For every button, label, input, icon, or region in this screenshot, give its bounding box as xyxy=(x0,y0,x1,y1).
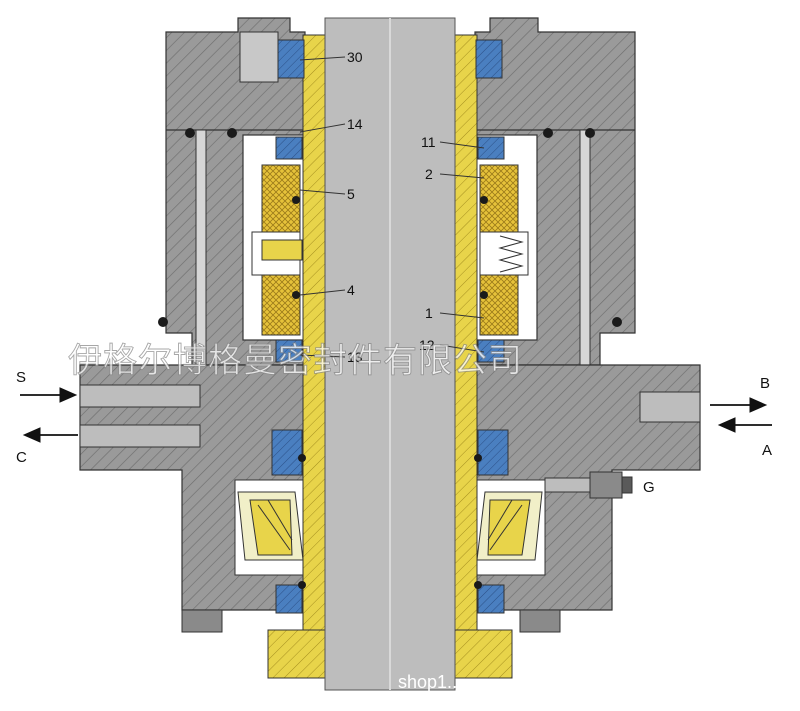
part-label-12: 12 xyxy=(419,337,435,353)
part-label-5: 5 xyxy=(347,186,355,202)
part-label-30: 30 xyxy=(347,49,363,65)
port-label-b: B xyxy=(760,375,770,392)
part-label-11: 11 xyxy=(421,134,436,150)
arrow-a-icon xyxy=(717,417,736,433)
port-label-a: A xyxy=(762,442,772,459)
port-label-g: G xyxy=(643,479,655,496)
watermark-text: 伊格尔博格曼密封件有限公司 xyxy=(68,341,523,381)
arrow-s-icon xyxy=(59,387,78,403)
flow-arrows xyxy=(20,387,772,443)
part-label-13: 13 xyxy=(347,349,363,365)
o-rings xyxy=(158,128,622,589)
port-label-s: S xyxy=(16,369,26,386)
shaft-sleeve xyxy=(267,34,513,679)
bearings xyxy=(237,491,543,561)
seal-rings xyxy=(251,164,529,336)
blue-rings xyxy=(271,39,509,614)
part-label-1: 1 xyxy=(425,305,433,321)
arrow-b-icon xyxy=(749,397,768,413)
part-label-14: 14 xyxy=(347,116,363,132)
port-g-fitting xyxy=(544,471,633,499)
leader-lines xyxy=(299,56,485,358)
port-label-c: C xyxy=(16,449,27,466)
watermark-corner: shop1... xyxy=(398,672,462,692)
part-label-2: 2 xyxy=(425,166,433,182)
part-label-4: 4 xyxy=(347,282,355,298)
arrow-c-icon xyxy=(22,427,41,443)
